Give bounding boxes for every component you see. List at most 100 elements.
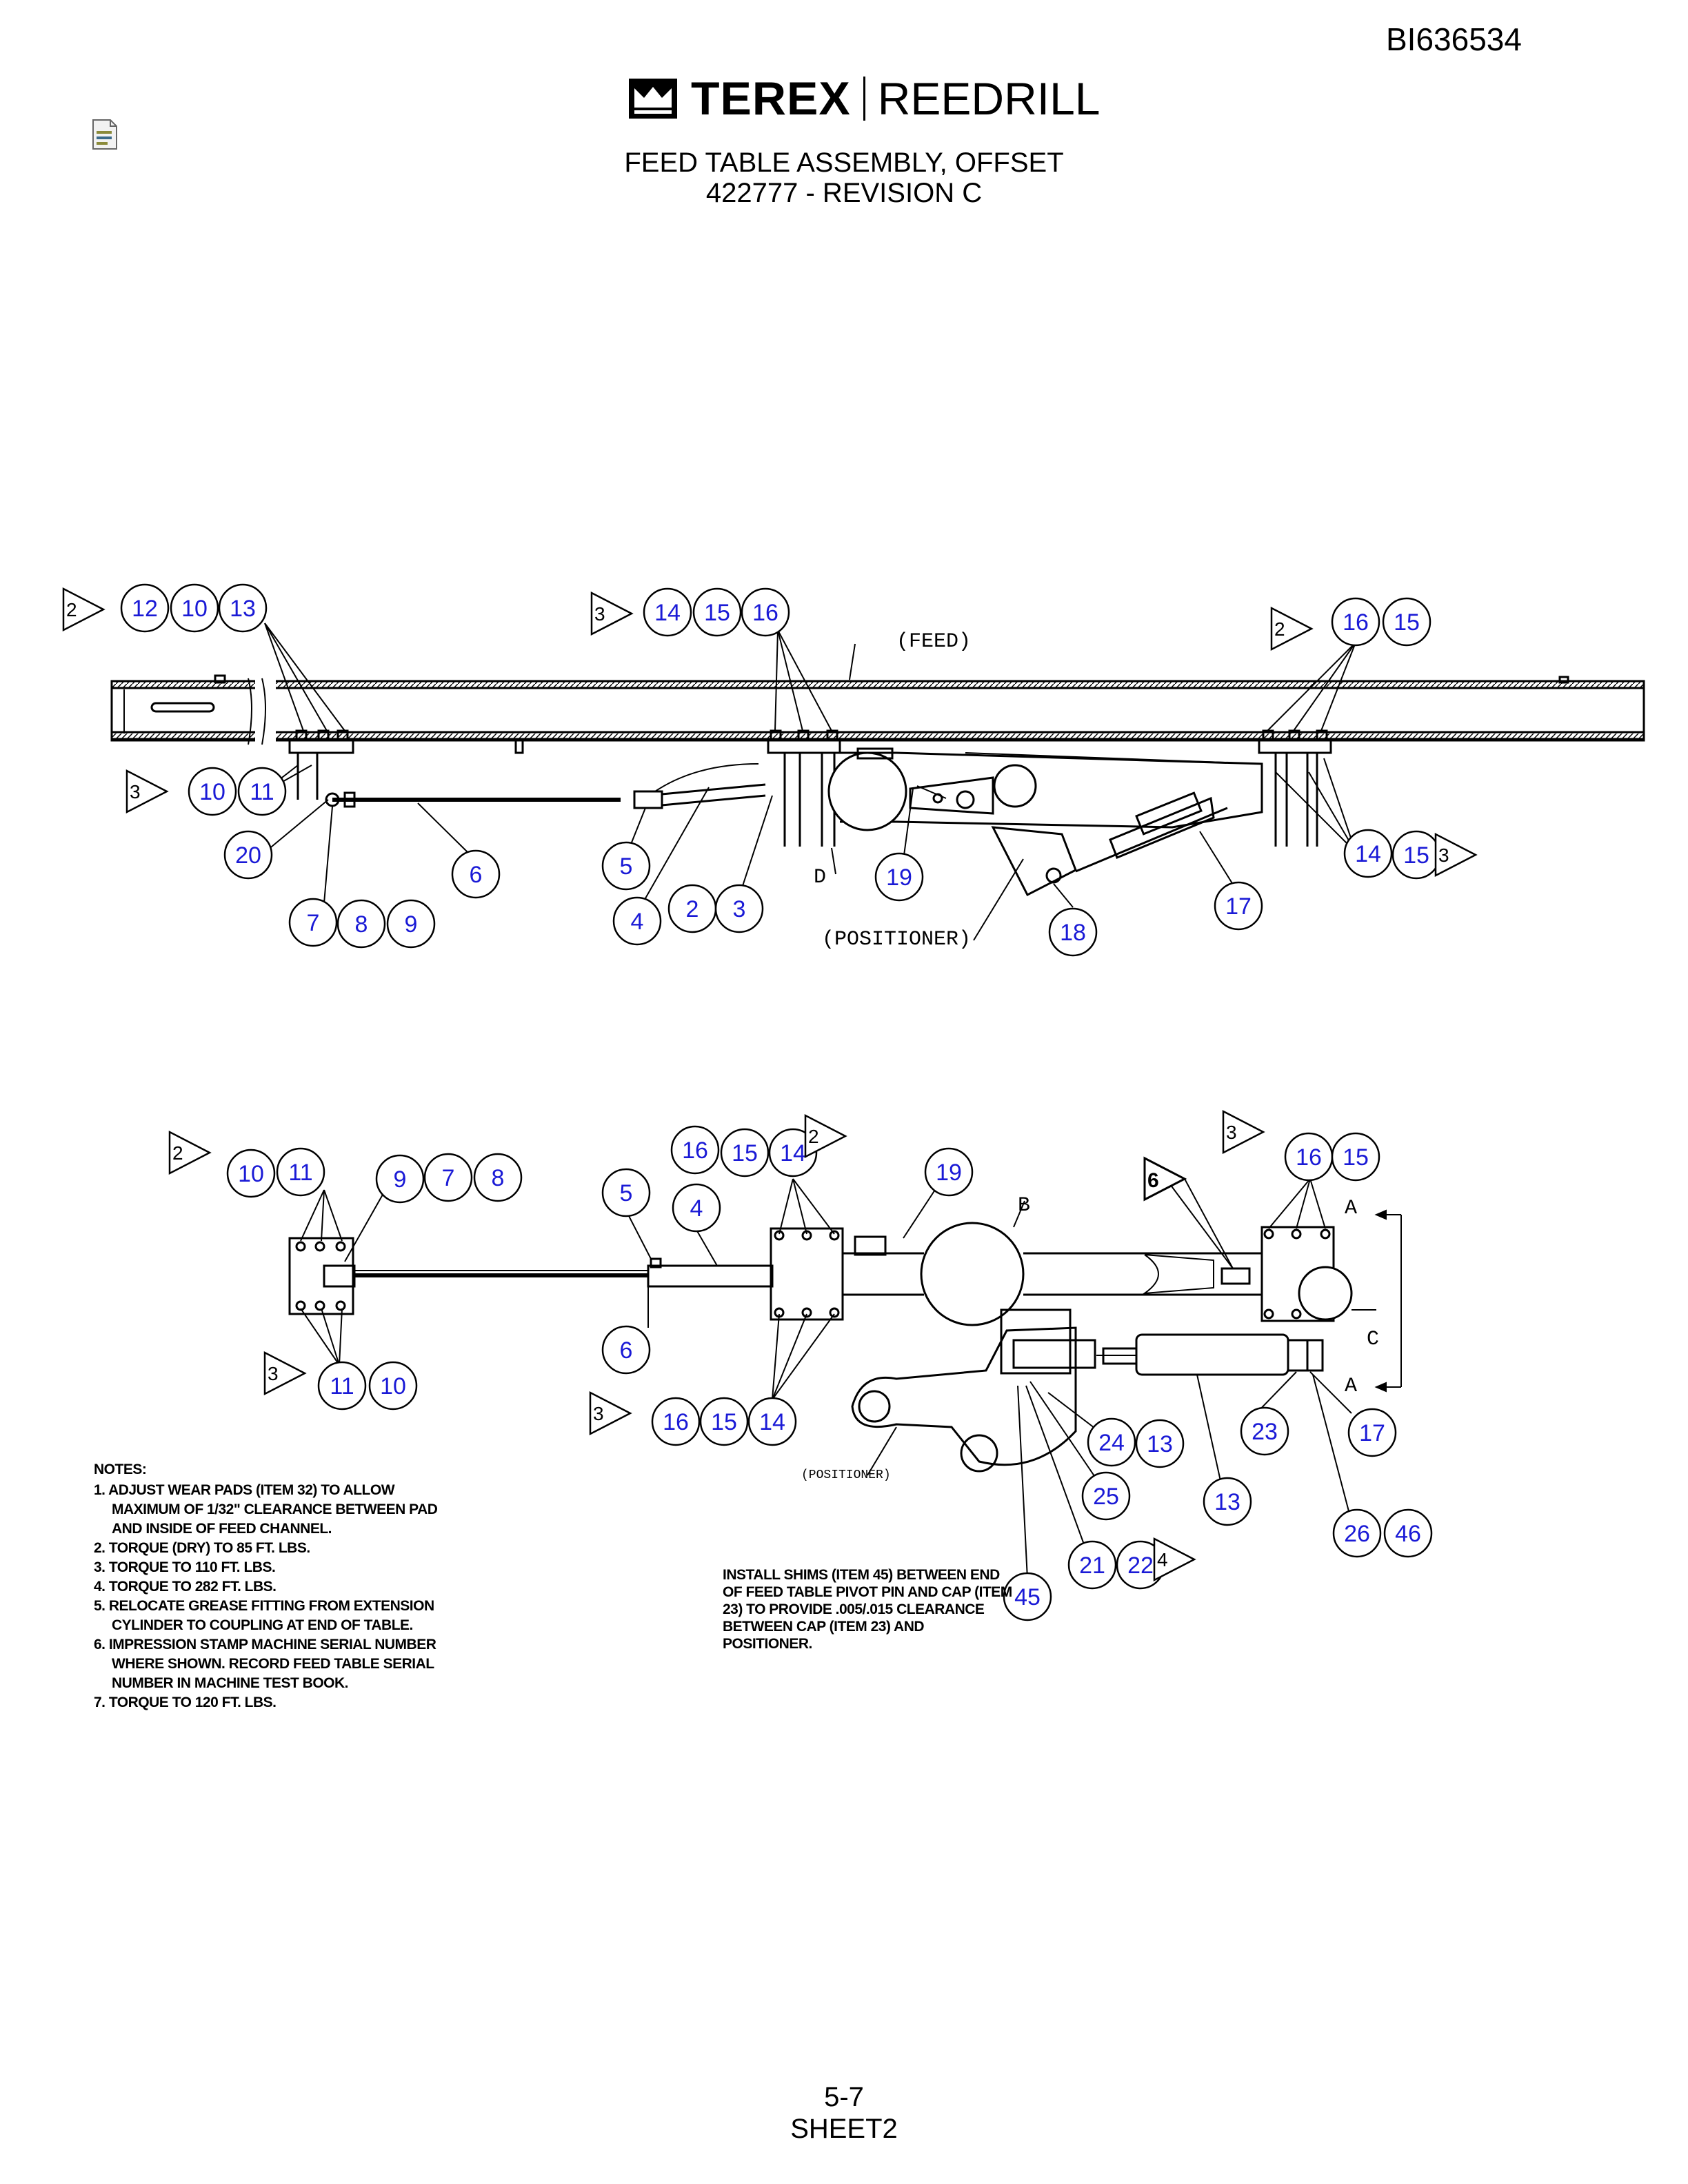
top-balloon-7: 16 bbox=[1331, 597, 1380, 647]
install-note: INSTALL SHIMS (ITEM 45) BETWEEN END OF F… bbox=[723, 1567, 1012, 1652]
top-balloon-label: 13 bbox=[230, 596, 256, 622]
bottom-note-flag-6: 4 bbox=[1153, 1537, 1196, 1582]
bottom-balloon-label: 22 bbox=[1127, 1553, 1154, 1579]
note-flag-6 bbox=[1143, 1156, 1187, 1202]
bottom-balloon-5: 8 bbox=[473, 1153, 523, 1202]
bottom-note-flag-3: 3 bbox=[589, 1391, 632, 1436]
drawing-part-revision: 422777 - REVISION C bbox=[705, 178, 983, 208]
bottom-note-flag-5: 3 bbox=[1222, 1109, 1265, 1155]
bottom-balloon-label: 11 bbox=[330, 1373, 354, 1399]
table-body-top bbox=[827, 747, 1263, 831]
drawing-title: FEED TABLE ASSEMBLY, OFFSET bbox=[624, 148, 1064, 178]
brand-name: TEREX bbox=[691, 72, 851, 125]
top-note-flag-2: 3 bbox=[125, 769, 169, 814]
bottom-balloon-label: 14 bbox=[780, 1140, 806, 1166]
note-4: 4. TORQUE TO 282 FT. LBS. bbox=[94, 1579, 277, 1595]
bottom-balloon-label: 19 bbox=[936, 1160, 962, 1186]
top-balloon-label: 5 bbox=[620, 853, 633, 880]
positioner-cylinder bbox=[1096, 1333, 1324, 1376]
top-balloon-13: 7 bbox=[288, 898, 338, 947]
top-balloon-label: 20 bbox=[235, 842, 261, 869]
top-balloon-label: 8 bbox=[355, 911, 368, 938]
top-balloon-label: 4 bbox=[631, 909, 644, 935]
bottom-balloon-label: 11 bbox=[288, 1160, 312, 1186]
bottom-balloon-1: 10 bbox=[226, 1149, 276, 1198]
bottom-balloon-label: 16 bbox=[682, 1138, 708, 1164]
bottom-balloon-label: 10 bbox=[380, 1373, 406, 1399]
top-balloon-22: 17 bbox=[1214, 881, 1263, 931]
top-balloon-2: 10 bbox=[170, 583, 219, 633]
brand-divider bbox=[863, 77, 865, 121]
bottom-note-flag-2: 3 bbox=[263, 1351, 307, 1396]
bottom-view bbox=[288, 1178, 1402, 1579]
bottom-note-flag-4: 2 bbox=[804, 1113, 847, 1159]
top-balloon-label: 15 bbox=[1394, 609, 1420, 636]
top-balloon-10: 11 bbox=[237, 767, 287, 816]
top-balloon-5: 15 bbox=[692, 587, 742, 637]
bottom-balloon-label: 45 bbox=[1014, 1584, 1041, 1610]
bottom-balloon-27: 46 bbox=[1383, 1508, 1433, 1558]
leaders-top bbox=[260, 623, 1356, 941]
bottom-balloon-label: 4 bbox=[690, 1195, 703, 1222]
notes-block: NOTES: 1. ADJUST WEAR PADS (ITEM 32) TO … bbox=[94, 1460, 484, 1712]
bottom-note-flag-label: 2 bbox=[808, 1126, 819, 1147]
feed-channel bbox=[110, 674, 1645, 754]
note-6: 6. IMPRESSION STAMP MACHINE SERIAL NUMBE… bbox=[94, 1637, 436, 1691]
bottom-note-flag-label: 3 bbox=[268, 1363, 279, 1384]
detail-b-label: B bbox=[1018, 1194, 1030, 1217]
section-a-bottom-label: A bbox=[1345, 1375, 1357, 1398]
bottom-balloon-2: 11 bbox=[276, 1147, 325, 1197]
bottom-balloon-9: 16 bbox=[670, 1125, 720, 1175]
bottom-balloon-label: 25 bbox=[1093, 1484, 1119, 1510]
note-2: 2. TORQUE (DRY) TO 85 FT. LBS. bbox=[94, 1540, 310, 1556]
sheet-label: SHEET2 bbox=[790, 2114, 898, 2144]
top-note-flag-label: 2 bbox=[66, 599, 77, 620]
bottom-balloon-label: 16 bbox=[663, 1409, 689, 1435]
top-balloon-label: 18 bbox=[1060, 920, 1086, 946]
top-note-flag-1: 2 bbox=[62, 587, 106, 632]
bottom-balloon-label: 16 bbox=[1296, 1144, 1322, 1171]
bottom-balloon-label: 17 bbox=[1359, 1420, 1385, 1446]
extension-cylinder-top bbox=[633, 763, 766, 809]
bottom-note-flag-label: 3 bbox=[1226, 1122, 1237, 1143]
document-icon[interactable] bbox=[91, 119, 119, 150]
bottom-balloon-label: 46 bbox=[1395, 1521, 1421, 1547]
bottom-balloon-23: 13 bbox=[1203, 1477, 1252, 1526]
bottom-note-flag-1: 2 bbox=[168, 1130, 212, 1175]
positioner-arm-top bbox=[991, 791, 1228, 897]
bottom-balloon-6: 5 bbox=[601, 1168, 651, 1217]
bottom-balloon-19: 14 bbox=[747, 1397, 797, 1446]
bottom-balloon-30: 45 bbox=[1003, 1572, 1052, 1621]
bottom-balloon-20: 24 bbox=[1087, 1417, 1136, 1467]
bottom-balloon-26: 26 bbox=[1332, 1508, 1382, 1558]
top-balloon-label: 14 bbox=[1355, 841, 1381, 867]
bottom-balloon-13: 16 bbox=[1284, 1132, 1334, 1182]
note-7: 7. TORQUE TO 120 FT. LBS. bbox=[94, 1695, 277, 1710]
top-balloon-label: 19 bbox=[886, 865, 912, 891]
bottom-balloon-label: 9 bbox=[394, 1166, 407, 1193]
bottom-balloon-label: 15 bbox=[732, 1140, 758, 1166]
bottom-balloon-14: 15 bbox=[1331, 1132, 1380, 1182]
bottom-balloon-22: 25 bbox=[1081, 1471, 1131, 1521]
section-line-a bbox=[1374, 1209, 1402, 1393]
top-balloon-19: 3 bbox=[714, 884, 764, 933]
top-balloon-3: 13 bbox=[218, 583, 268, 633]
bottom-balloon-7: 4 bbox=[672, 1183, 721, 1233]
top-balloon-8: 15 bbox=[1382, 597, 1431, 647]
top-note-flag-4: 2 bbox=[1270, 606, 1314, 651]
bottom-balloon-10: 15 bbox=[720, 1128, 770, 1177]
clamp-right bbox=[1258, 729, 1332, 847]
bottom-balloon-label: 13 bbox=[1147, 1431, 1173, 1457]
detail-c-label: C bbox=[1367, 1328, 1379, 1351]
bottom-balloon-3: 9 bbox=[375, 1154, 425, 1204]
bottom-note-flag-label: 2 bbox=[172, 1142, 183, 1164]
bottom-balloon-24: 23 bbox=[1240, 1406, 1289, 1456]
top-balloon-1: 12 bbox=[120, 583, 170, 633]
bottom-balloon-28: 21 bbox=[1067, 1540, 1117, 1590]
top-balloon-6: 16 bbox=[741, 587, 790, 637]
bottom-balloon-8: 6 bbox=[601, 1325, 651, 1375]
note-5: 5. RELOCATE GREASE FITTING FROM EXTENSIO… bbox=[94, 1598, 434, 1633]
top-balloon-label: 15 bbox=[704, 600, 730, 626]
note-3: 3. TORQUE TO 110 FT. LBS. bbox=[94, 1559, 276, 1575]
